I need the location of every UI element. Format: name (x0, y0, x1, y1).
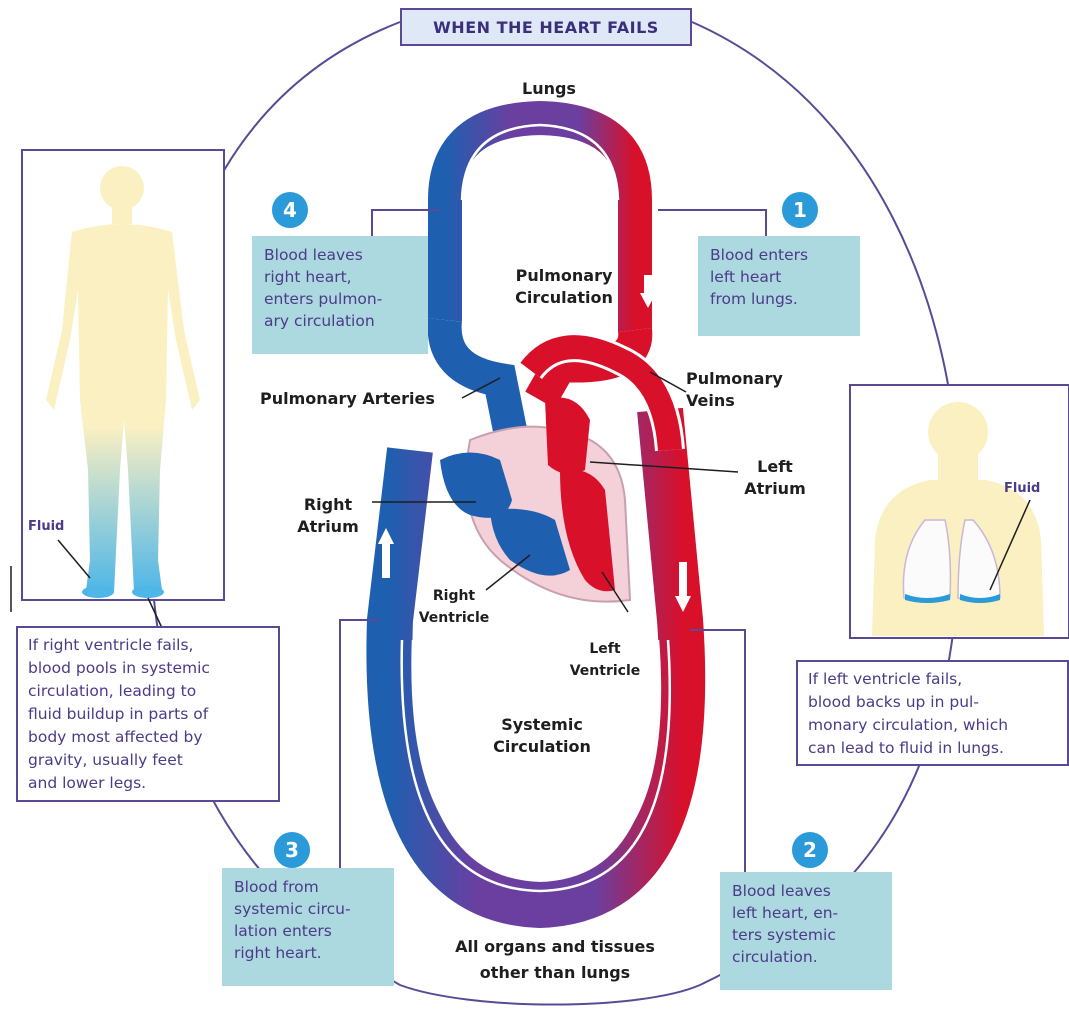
step-badge-4: 4 (270, 190, 310, 230)
step-badge-3: 3 (272, 830, 312, 870)
heart (440, 398, 630, 602)
diagram-title: WHEN THE HEART FAILS (400, 8, 692, 46)
step-badge-1: 1 (780, 190, 820, 230)
label-left-atrium: Left Atrium (730, 456, 820, 500)
step-1-text: Blood enters left heart from lungs. (698, 236, 860, 336)
left-atrium-shape (545, 398, 590, 475)
left-failure-note: If left ventricle fails, blood backs up … (796, 660, 1069, 766)
label-pulmonary-veins: Pulmonary Veins (686, 368, 806, 412)
right-failure-note: If right ventricle fails, blood pools in… (16, 626, 280, 802)
label-pulmonary-circulation: Pulmonary Circulation (502, 265, 626, 309)
step-4-text: Blood leaves right heart, enters pulmon-… (252, 236, 428, 354)
step-2-text: Blood leaves left heart, en- ters system… (720, 872, 892, 990)
step-3-text: Blood from systemic circu- lation enters… (222, 868, 394, 986)
label-lungs: Lungs (522, 78, 576, 100)
label-fluid-lungs: Fluid (1004, 478, 1040, 500)
label-fluid-body: Fluid (28, 516, 64, 538)
label-systemic-circulation: Systemic Circulation (480, 714, 604, 758)
label-all-organs: All organs and tissues other than lungs (430, 934, 680, 986)
label-right-ventricle: Right Ventricle (410, 585, 498, 629)
label-right-atrium: Right Atrium (288, 494, 368, 538)
label-left-ventricle: Left Ventricle (560, 638, 650, 682)
label-pulmonary-arteries: Pulmonary Arteries (260, 388, 435, 410)
step-badge-2: 2 (790, 830, 830, 870)
